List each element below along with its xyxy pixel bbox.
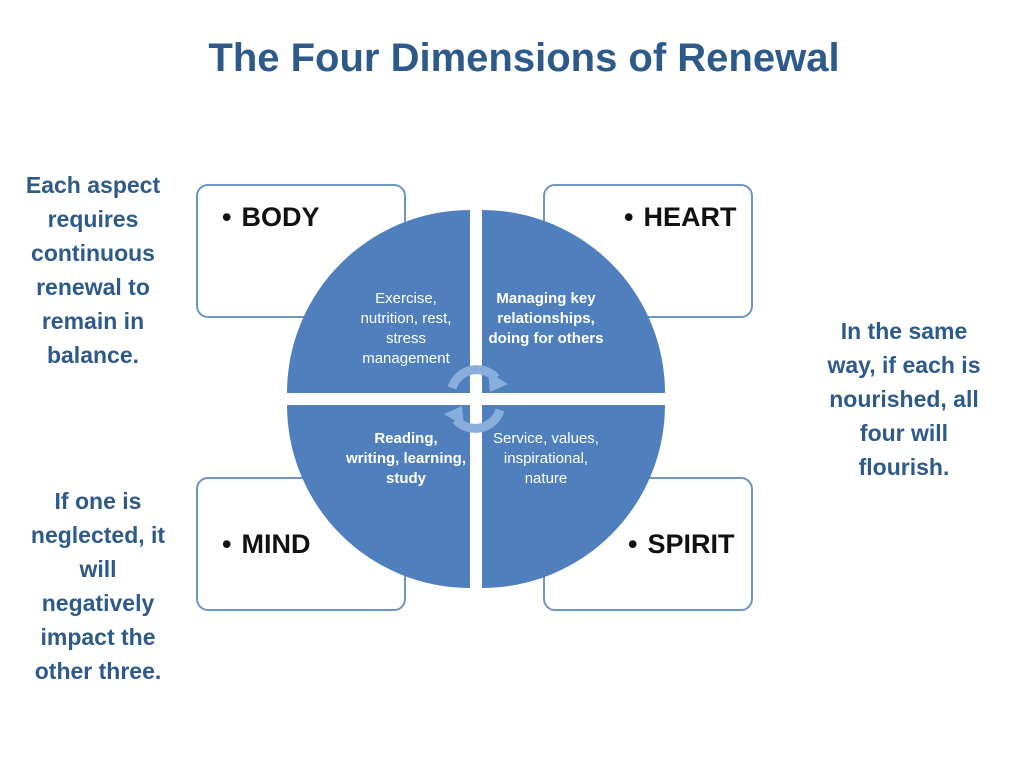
mind-detail: Reading, writing, learning, study: [346, 430, 467, 487]
mind-label: • MIND: [222, 529, 310, 560]
bullet: •: [628, 529, 638, 559]
heart-detail: Managing key relationships, doing for ot…: [488, 290, 604, 347]
slide-title: The Four Dimensions of Renewal: [208, 36, 840, 80]
quadrant-group: [287, 210, 665, 588]
body-detail: Exercise, nutrition, rest, stress manage…: [360, 290, 452, 367]
mind-quadrant: [287, 405, 470, 588]
mind-label-text: MIND: [241, 529, 311, 559]
heart-label-text: HEART: [643, 202, 737, 232]
spirit-label: • SPIRIT: [628, 529, 734, 560]
cycle-arrowheads: [444, 372, 508, 426]
bullet: •: [624, 202, 634, 232]
spirit-quadrant: [482, 405, 665, 588]
heart-quadrant: [482, 210, 665, 393]
spirit-label-text: SPIRIT: [647, 529, 735, 559]
body-quadrant: [287, 210, 470, 393]
right-note: In the same way, if each is nourished, a…: [827, 318, 981, 480]
spirit-detail: Service, values, inspirational, nature: [493, 430, 599, 487]
left-note-top: Each aspect requires continuous renewal …: [25, 172, 161, 368]
bullet: •: [222, 529, 232, 559]
heart-label: • HEART: [624, 202, 736, 233]
bullet: •: [222, 202, 232, 232]
body-label: • BODY: [222, 202, 319, 233]
left-note-bottom: If one is neglected, it will negatively …: [30, 488, 166, 684]
body-label-text: BODY: [241, 202, 320, 232]
